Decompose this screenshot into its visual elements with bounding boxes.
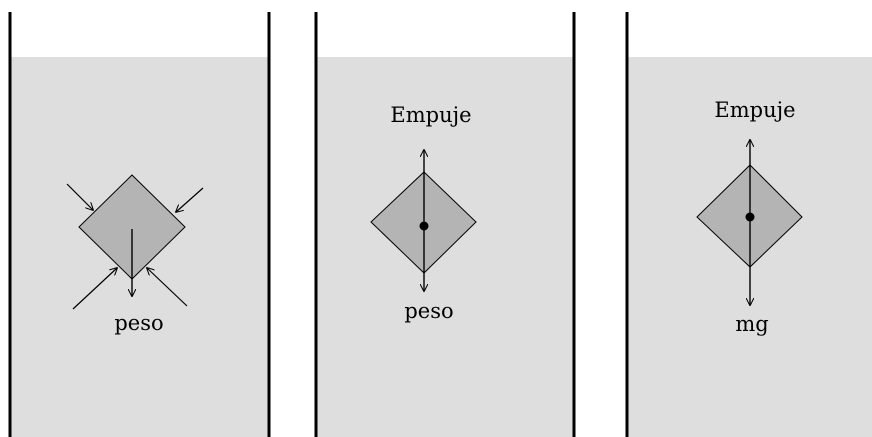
pressure-arrow-top-right bbox=[176, 187, 204, 212]
weight-label: peso bbox=[114, 311, 163, 335]
buoyancy-label: Empuje bbox=[714, 98, 795, 122]
panel-buoyancy-mg: Empuje mg bbox=[625, 12, 872, 437]
weight-label: mg bbox=[735, 312, 768, 336]
pressure-arrow-bottom-left bbox=[72, 268, 117, 310]
center-of-mass bbox=[745, 212, 755, 222]
center-of-mass bbox=[419, 221, 429, 231]
panel-buoyancy-weight: Empuje peso bbox=[314, 12, 576, 437]
weight-label: peso bbox=[404, 299, 453, 323]
pressure-arrow-bottom-right bbox=[147, 268, 188, 307]
buoyancy-label: Empuje bbox=[390, 103, 471, 127]
pressure-arrow-top-left bbox=[66, 183, 93, 210]
panel-pressure: peso bbox=[8, 12, 271, 437]
